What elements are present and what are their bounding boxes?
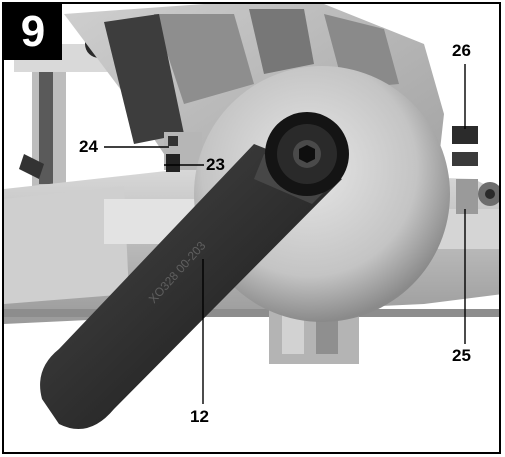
callout-24: 24	[79, 137, 98, 156]
saw-photo: XO328 00-203	[4, 4, 499, 452]
callout-25: 25	[452, 346, 471, 365]
figure-number-badge: 9	[4, 4, 62, 60]
hub-bolt	[265, 112, 349, 196]
callout-23: 23	[206, 155, 225, 174]
figure-frame: XO328 00-203 9 24 23 26 25 12	[2, 2, 501, 454]
adjust-bracket	[164, 132, 202, 172]
callout-12: 12	[190, 407, 209, 426]
stop-screws	[452, 126, 499, 214]
callout-26: 26	[452, 41, 471, 60]
